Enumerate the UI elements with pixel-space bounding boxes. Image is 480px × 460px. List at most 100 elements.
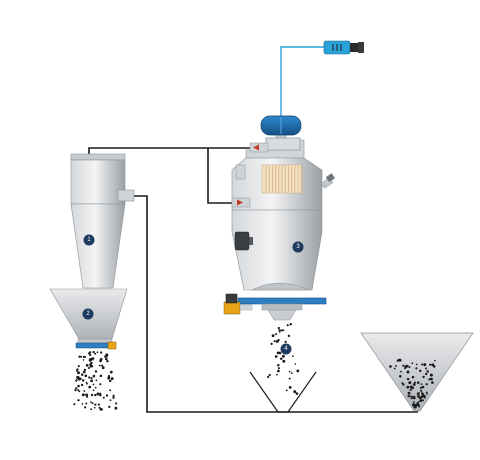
particle: [286, 324, 289, 327]
particle: [73, 403, 76, 406]
particle: [82, 355, 86, 359]
particle: [76, 370, 78, 373]
particle: [109, 370, 113, 374]
particle: [429, 373, 433, 377]
marker-4: 4: [280, 343, 292, 355]
sensor-cable: [280, 46, 324, 118]
receiver-dome: [251, 282, 309, 291]
discharge-flange: [261, 303, 303, 311]
particle: [94, 386, 97, 389]
particle: [88, 351, 92, 354]
receiver-cone: [231, 209, 323, 291]
particle: [107, 375, 111, 378]
filter-pleats: [265, 166, 302, 192]
particle: [275, 333, 278, 336]
discharge-outlet: [267, 309, 297, 321]
particle: [84, 356, 87, 358]
particle: [277, 367, 281, 370]
particle: [419, 399, 423, 402]
particle: [76, 376, 80, 379]
particle: [80, 383, 84, 387]
hopper-material-particles: [389, 358, 436, 409]
particle: [429, 363, 432, 366]
particle: [414, 405, 417, 408]
particle: [109, 399, 112, 402]
particle: [296, 369, 300, 373]
cyclone-lid: [70, 153, 126, 161]
particle: [424, 367, 428, 370]
particle: [406, 370, 410, 374]
particle: [273, 340, 276, 343]
particle: [281, 354, 285, 358]
destination-hopper-cone: [360, 332, 474, 412]
particle: [419, 386, 423, 389]
particle: [282, 359, 286, 363]
discharge-plate: [237, 297, 327, 305]
marker-2-label: 2: [86, 311, 90, 317]
particle: [413, 381, 416, 384]
particle: [410, 397, 413, 400]
particle: [404, 365, 408, 368]
particle: [412, 403, 415, 407]
particle: [93, 406, 96, 409]
particle: [425, 383, 428, 386]
particle: [395, 364, 397, 367]
particle: [417, 400, 420, 403]
particle: [409, 388, 412, 392]
particle: [274, 355, 278, 358]
particle: [290, 372, 293, 374]
particle: [431, 381, 434, 384]
receiver-top-cap: [265, 137, 301, 151]
particle: [423, 363, 427, 367]
particle: [399, 375, 402, 378]
particle: [88, 358, 92, 362]
particle: [289, 323, 292, 326]
pipe-branch-upper: [207, 148, 232, 204]
left-valve-actuator: [107, 341, 117, 350]
particle: [277, 364, 280, 367]
particle: [99, 392, 102, 395]
particle: [408, 381, 412, 385]
particle: [77, 399, 80, 402]
particle: [422, 375, 425, 379]
particle: [91, 402, 94, 405]
particle: [101, 408, 104, 411]
particle: [406, 377, 410, 381]
sensor-connector: [323, 40, 364, 55]
particle: [285, 389, 288, 392]
marker-2: 2: [82, 308, 94, 320]
particle: [89, 364, 92, 366]
cyclone-separator: [70, 153, 135, 289]
particle: [96, 351, 99, 354]
particle: [294, 363, 297, 365]
particle: [287, 334, 291, 338]
particle: [267, 375, 270, 379]
particle: [271, 334, 275, 338]
particle: [88, 376, 91, 379]
particle: [276, 373, 278, 376]
particle: [411, 375, 415, 379]
particle: [434, 359, 436, 362]
marker-1: 1: [83, 234, 95, 246]
particle: [278, 331, 281, 333]
particle: [84, 374, 88, 378]
particle: [293, 390, 297, 394]
particle: [83, 406, 87, 409]
particle: [85, 393, 89, 397]
particle: [417, 395, 420, 398]
particle: [92, 357, 95, 360]
marker-3: 3: [292, 241, 304, 253]
cyclone-inlet-stub: [117, 189, 135, 202]
inlet-port-upper: [249, 142, 269, 153]
particle: [105, 357, 108, 361]
particle: [92, 389, 95, 392]
particle: [415, 363, 418, 366]
marker-4-label: 4: [284, 346, 288, 352]
particle: [428, 378, 431, 381]
particle: [279, 329, 282, 332]
particle: [278, 351, 282, 355]
particle: [82, 359, 85, 361]
particle: [108, 379, 112, 383]
particle: [407, 391, 411, 395]
particle: [96, 392, 100, 396]
